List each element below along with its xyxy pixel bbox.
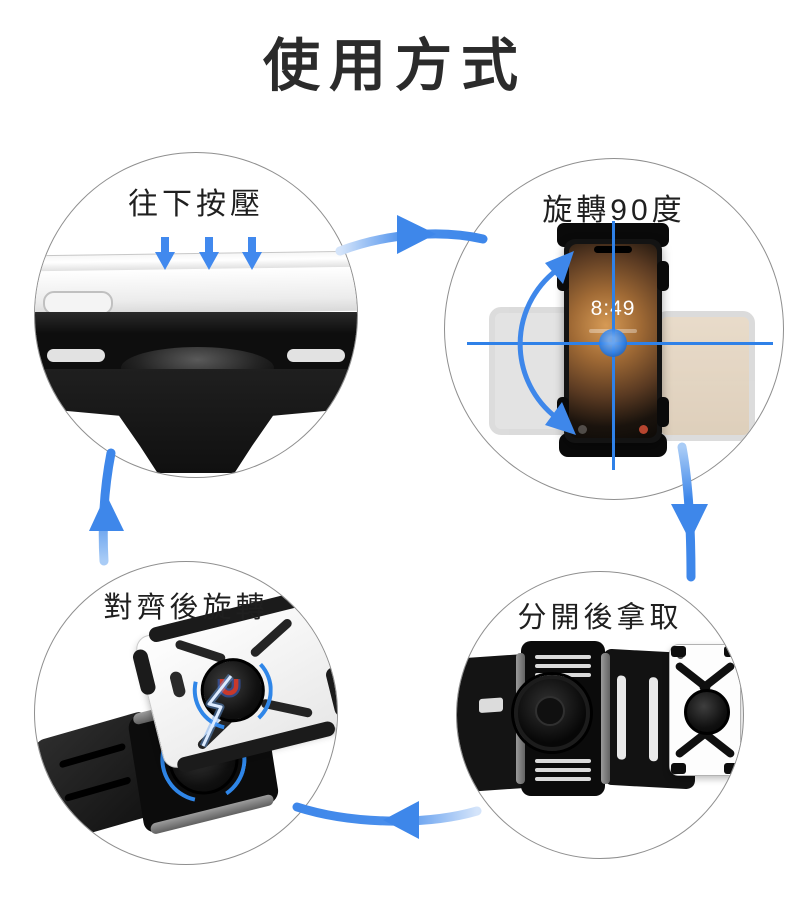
vent-slot bbox=[535, 673, 591, 677]
module-rail bbox=[601, 653, 610, 784]
mount-gap-shadow bbox=[35, 312, 357, 335]
strap-slot bbox=[58, 742, 126, 769]
vent-slot bbox=[535, 768, 591, 772]
strap-slot bbox=[649, 677, 658, 762]
mount-base-silhouette bbox=[35, 369, 357, 473]
step-label-align-rotate: 對齊後旋轉 bbox=[103, 592, 269, 624]
mount-clamp-left bbox=[47, 349, 105, 362]
camera-icon bbox=[639, 425, 648, 434]
step-label-rotate-90: 旋轉90度 bbox=[542, 194, 686, 227]
phone-with-holder-photo bbox=[669, 644, 741, 776]
flow-arrow-left-icon bbox=[292, 801, 482, 839]
holder-side-grip bbox=[657, 397, 669, 427]
corner-pad bbox=[724, 646, 739, 657]
step-circle-press-down: 往下按壓 bbox=[34, 152, 358, 478]
mount-clamp-right bbox=[287, 349, 345, 362]
vent-slot bbox=[535, 777, 591, 781]
press-down-arrows-icon bbox=[155, 237, 262, 270]
flashlight-icon bbox=[578, 425, 587, 434]
ghost-armband-right bbox=[655, 311, 755, 441]
step-label-press-down: 往下按壓 bbox=[128, 188, 264, 221]
rotation-dial bbox=[514, 675, 590, 751]
step-label-separate-take: 分開後拿取 bbox=[517, 602, 683, 634]
holder-lock-disc bbox=[684, 689, 730, 735]
buckle-slot bbox=[479, 697, 503, 714]
magnetic-spark-icon bbox=[199, 674, 234, 748]
corner-pad bbox=[671, 646, 686, 657]
corner-pad bbox=[724, 763, 739, 774]
vent-slot bbox=[535, 655, 591, 659]
step-circle-align-rotate: 對齊後旋轉 bbox=[34, 561, 338, 865]
holder-side-grip bbox=[657, 261, 669, 291]
flow-arrow-up-icon bbox=[89, 448, 124, 566]
vent-slot bbox=[535, 759, 591, 763]
rotation-arc-icon bbox=[517, 251, 576, 435]
vent-slot bbox=[535, 664, 591, 668]
strap-slot bbox=[64, 776, 132, 803]
page-title: 使用方式 bbox=[263, 34, 527, 98]
corner-pad bbox=[671, 763, 686, 774]
rotation-pivot-dot bbox=[599, 329, 627, 357]
strap-slot bbox=[617, 675, 626, 760]
step-circle-rotate-90: 旋轉90度 8:49 bbox=[444, 158, 784, 500]
step-circle-separate-take: 分開後拿取 bbox=[456, 571, 744, 859]
